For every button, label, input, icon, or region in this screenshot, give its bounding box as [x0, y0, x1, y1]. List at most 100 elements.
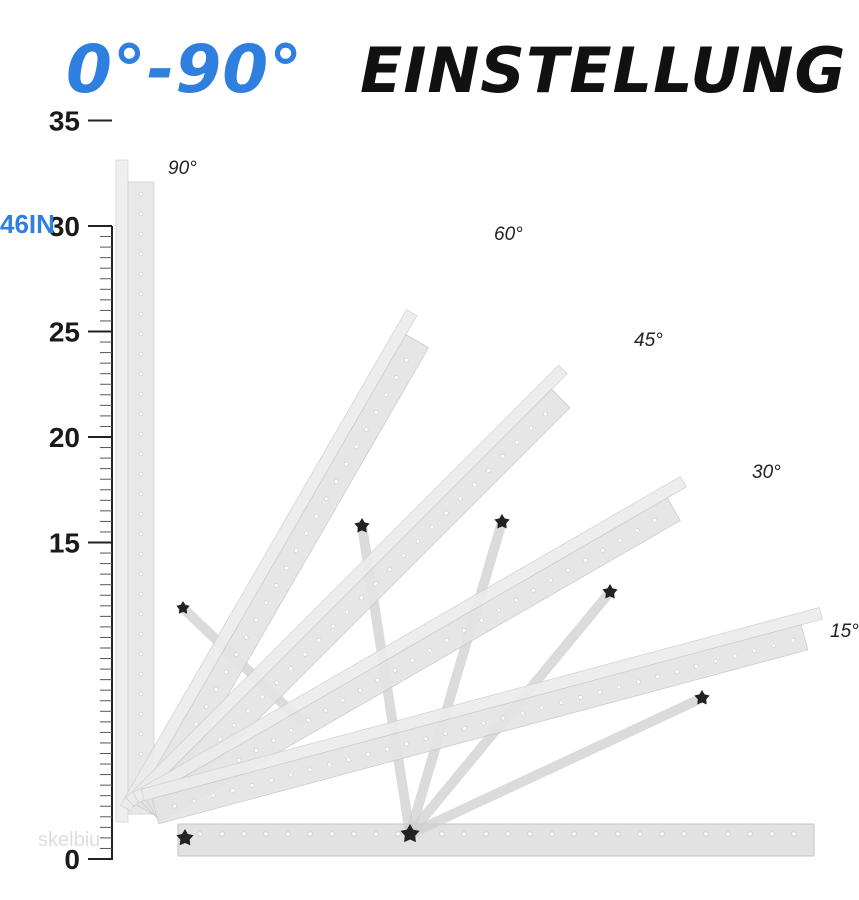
rail-hole [732, 653, 738, 659]
rail-hole [138, 291, 144, 297]
rail-hole [395, 831, 401, 837]
rail-hole [461, 831, 467, 837]
rail-hole [578, 695, 583, 700]
strut-45deg [405, 517, 507, 839]
rail-hole [583, 557, 588, 563]
rail-hole [365, 752, 371, 757]
rail-hole [351, 831, 357, 837]
angle-labels: 90°60°45°30°15° [168, 158, 859, 642]
rail-hole [548, 577, 554, 583]
rail-hole [655, 674, 660, 679]
title-degree-range: 0°-90° [66, 31, 303, 108]
rail-hole [409, 657, 415, 663]
rail-hole [138, 471, 144, 477]
rail-hole [138, 231, 144, 237]
rail-hole [274, 680, 279, 685]
title-word: EINSTELLUNG [360, 34, 846, 107]
rail-hole [283, 565, 289, 571]
rail-hole [340, 697, 346, 703]
rail-hole [138, 431, 144, 437]
rail-hole [285, 831, 291, 837]
rail-hole [565, 567, 571, 573]
angle-label-90: 90° [168, 158, 197, 179]
rail-hole [600, 547, 606, 553]
base-knob [400, 824, 420, 843]
rail-hole [444, 510, 449, 516]
rail-hole [211, 793, 216, 798]
rail-hole [505, 831, 511, 837]
rail-hole [138, 251, 144, 257]
rail-hole [138, 531, 144, 537]
rail-90deg [115, 159, 155, 823]
strut-15deg [405, 693, 707, 839]
rail-hole [241, 831, 247, 837]
rail-hole [263, 600, 269, 605]
rail-hole [230, 788, 235, 793]
rail-hole [531, 587, 536, 593]
rail-hole [558, 700, 564, 705]
angle-label-15: 15° [830, 621, 859, 642]
knob-15deg [694, 690, 710, 705]
knob-45deg [494, 514, 510, 529]
rail-hole [747, 831, 753, 837]
rail-hole [539, 705, 545, 710]
angle-label-60: 60° [494, 224, 523, 245]
rail-hole [138, 671, 144, 677]
rail-hole [288, 666, 293, 671]
rail-hole [617, 537, 623, 543]
rail-hole [528, 425, 534, 431]
rail-hole [293, 548, 299, 554]
rail-hole [363, 427, 369, 432]
rail-hole [246, 708, 251, 714]
rail-hole [694, 664, 699, 669]
ruler-tick-label: 25 [49, 317, 80, 348]
rail-hole [323, 496, 329, 502]
rail-hole [346, 757, 351, 762]
rail-hole [415, 539, 421, 544]
rail-hole [138, 591, 144, 597]
rail-hole [479, 617, 484, 623]
watermark: skelbiu [38, 829, 100, 851]
angle-label-30: 30° [752, 462, 781, 483]
rail-hole [383, 392, 389, 398]
rail-hole [333, 479, 339, 484]
rail-flange [115, 159, 129, 823]
rail-hole [597, 689, 602, 695]
rail-hole [273, 583, 279, 588]
rail-hole [138, 651, 144, 657]
rail-hole [323, 707, 328, 713]
rail-face [127, 181, 155, 815]
rail-hole [138, 211, 144, 217]
rail-hole [513, 597, 519, 603]
rail-15deg [140, 606, 823, 825]
rail-hole [458, 496, 463, 502]
rail-hole [138, 451, 144, 457]
rail-hole [635, 527, 640, 533]
rail-hole [269, 777, 274, 783]
ruler-tick-label: 30 [49, 211, 80, 242]
rail-hole [307, 831, 313, 837]
rail-hole [288, 772, 293, 778]
rail-hole [616, 684, 622, 690]
rail-hole [496, 607, 502, 613]
rail-hole [637, 831, 643, 837]
pivot-knob [176, 829, 194, 846]
ruler-tick-label: 15 [49, 528, 80, 559]
rail-hole [329, 831, 335, 837]
rail-hole [527, 831, 533, 837]
rail-face [134, 334, 430, 818]
rail-hole [260, 694, 265, 700]
rail-30deg [132, 476, 687, 823]
rail-hole [138, 311, 144, 317]
rail-hole [500, 715, 506, 721]
rail-hole [253, 617, 259, 623]
rail-hole [138, 411, 144, 417]
rail-hole [138, 551, 144, 557]
rail-hole [571, 831, 577, 837]
rail-hole [472, 482, 477, 487]
rail-hole [231, 722, 237, 728]
ruler-tick-label: 35 [49, 106, 80, 137]
rail-hole [393, 375, 399, 380]
base-rail [177, 823, 815, 857]
rail-hole [427, 647, 432, 653]
